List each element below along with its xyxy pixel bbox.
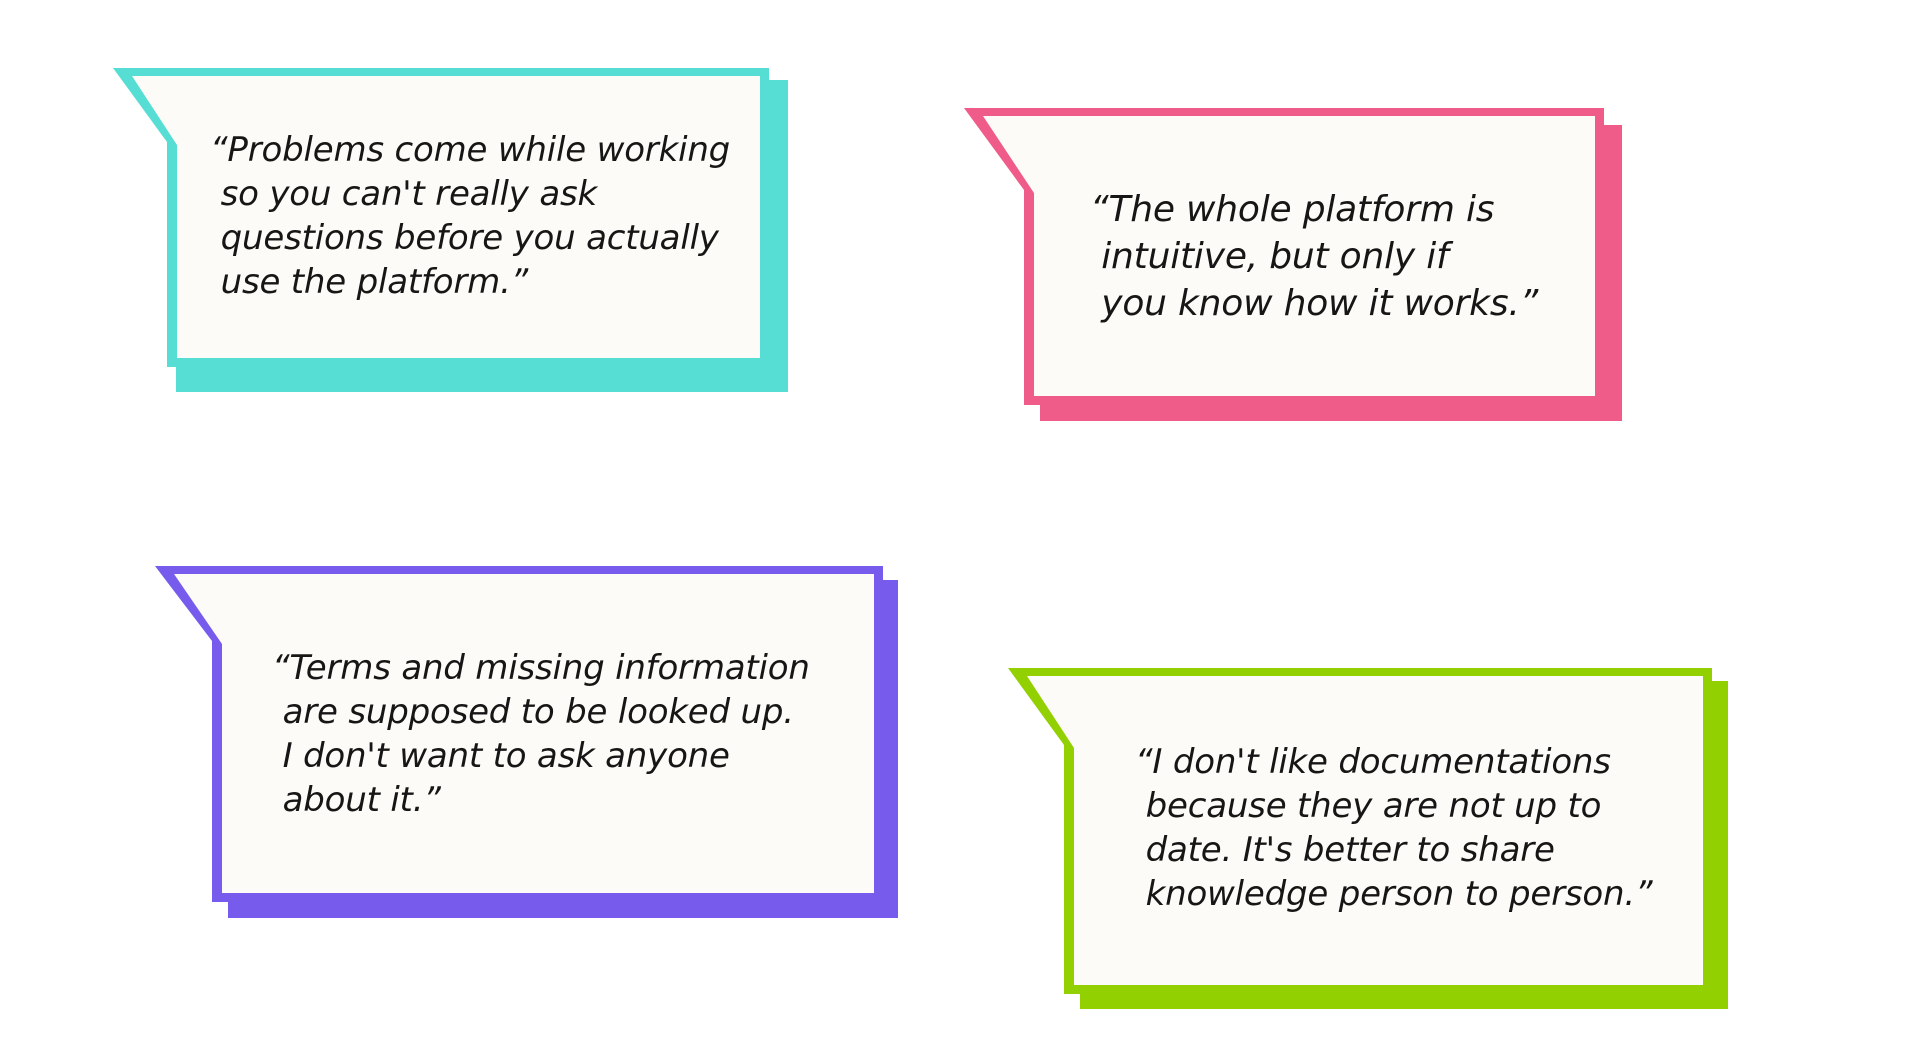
quote-text-1: “Problems come while working so you can'… xyxy=(210,130,731,302)
quote-text-3: “Terms and missing information are suppo… xyxy=(272,648,810,820)
bubble-4-body xyxy=(1027,676,1703,985)
speech-bubble-1 xyxy=(113,68,788,392)
quote-text-2: “The whole platform is intuitive, but on… xyxy=(1090,189,1539,324)
bubble-3-body xyxy=(174,574,874,893)
quote-text-4: “I don't like documentations because the… xyxy=(1135,742,1653,914)
speech-bubble-3 xyxy=(155,566,898,918)
bubble-1-body xyxy=(132,76,760,358)
speech-bubble-4 xyxy=(1008,668,1728,1009)
bubble-2-body xyxy=(983,116,1595,396)
speech-bubble-2 xyxy=(964,108,1622,421)
